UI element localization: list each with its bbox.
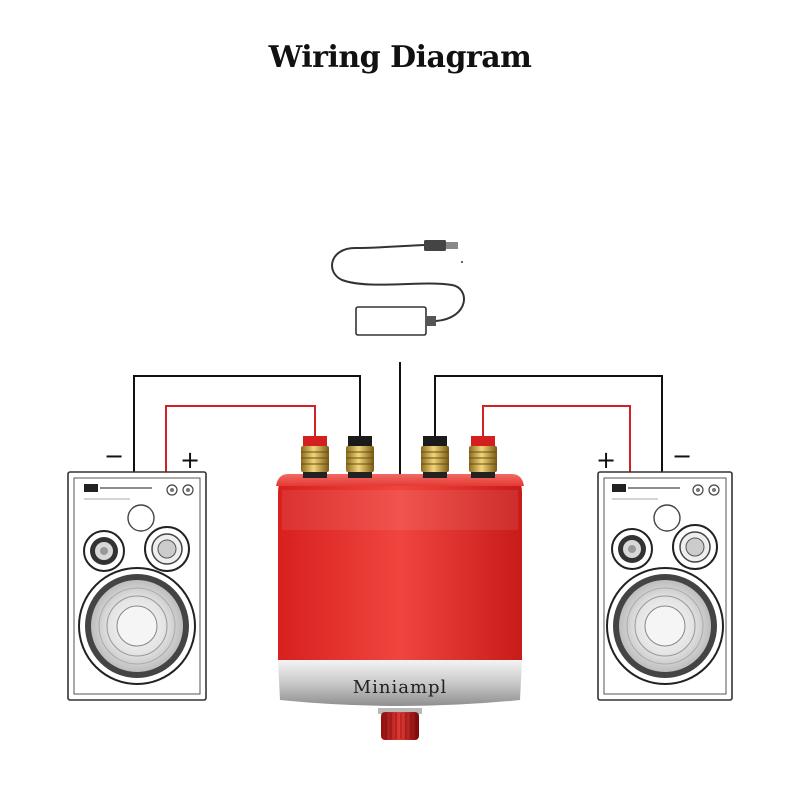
right-positive-terminal xyxy=(469,436,497,478)
power-adapter xyxy=(331,240,465,478)
left-positive-terminal xyxy=(301,436,329,478)
amplifier: Miniampl xyxy=(276,436,524,740)
right-minus-label: − xyxy=(672,442,692,470)
amplifier-brand-label: Miniampl xyxy=(353,677,448,698)
usb-plug xyxy=(424,240,446,251)
left-positive-wire xyxy=(165,405,316,472)
adapter-brick xyxy=(355,306,427,336)
amplifier-body xyxy=(278,478,522,660)
volume-knob xyxy=(381,712,419,740)
right-speaker xyxy=(597,471,733,701)
left-plus-label: + xyxy=(180,446,200,474)
adapter-plug xyxy=(426,316,436,326)
usb-tip xyxy=(446,242,458,249)
diagram-title: Wiring Diagram xyxy=(268,40,532,75)
left-negative-wire xyxy=(133,375,361,472)
right-negative-terminal xyxy=(421,436,449,478)
right-negative-wire xyxy=(434,375,663,472)
left-wires xyxy=(133,375,361,472)
left-minus-label: − xyxy=(104,442,124,470)
amplifier-front-panel xyxy=(278,660,522,706)
right-wires xyxy=(434,375,663,472)
right-positive-wire xyxy=(482,405,631,472)
left-negative-terminal xyxy=(346,436,374,478)
adapter-cable xyxy=(331,244,465,322)
left-speaker xyxy=(67,471,207,701)
right-plus-label: + xyxy=(596,446,616,474)
